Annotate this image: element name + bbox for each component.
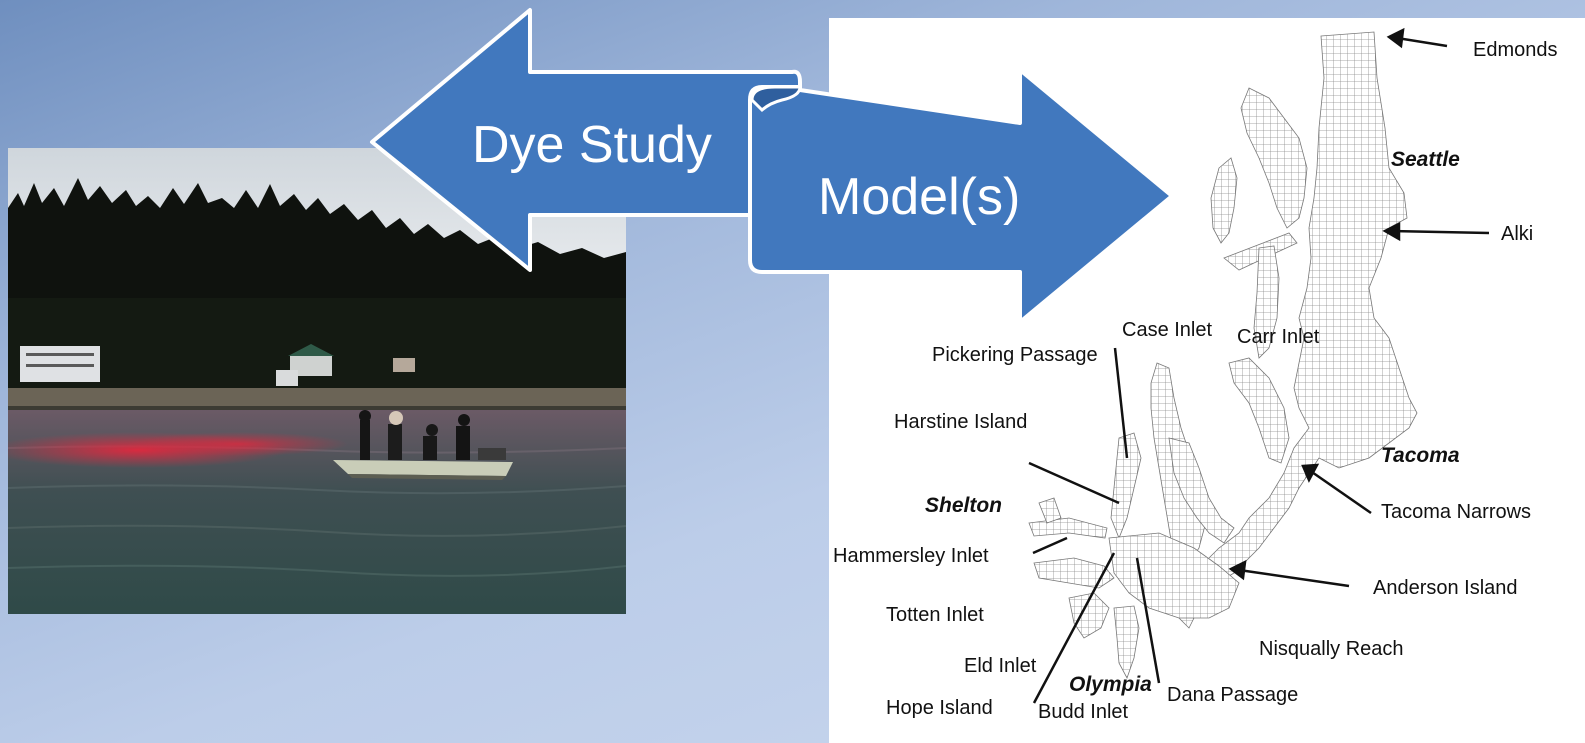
label-alki: Alki xyxy=(1501,223,1533,245)
label-hope-island: Hope Island xyxy=(886,697,993,719)
label-carr-inlet: Carr Inlet xyxy=(1237,326,1320,348)
mesh-colvos-passage xyxy=(1253,245,1280,359)
models-label: Model(s) xyxy=(818,168,1020,226)
dye-study-arrow: Dye Study xyxy=(370,8,802,272)
mesh-harstine-channel xyxy=(1168,437,1235,544)
mesh-pickering-passage xyxy=(1110,432,1142,540)
mesh-hammersley-inlet xyxy=(1028,517,1108,539)
mesh-carr-inlet xyxy=(1228,357,1290,464)
label-edmonds: Edmonds xyxy=(1473,39,1558,61)
label-shelton: Shelton xyxy=(925,494,1002,517)
label-anderson-island: Anderson Island xyxy=(1373,577,1518,599)
label-seattle: Seattle xyxy=(1391,148,1460,171)
models-arrow: Model(s) xyxy=(748,68,1174,324)
label-totten-inlet: Totten Inlet xyxy=(886,604,984,626)
label-eld-inlet: Eld Inlet xyxy=(964,655,1037,677)
photo-shoreline xyxy=(8,388,626,412)
map-pointers xyxy=(1028,27,1490,704)
dye-study-label: Dye Study xyxy=(472,116,712,174)
label-nisqually-reach: Nisqually Reach xyxy=(1259,638,1404,660)
map-labels: Edmonds Seattle Alki Case Inlet Carr Inl… xyxy=(833,39,1558,723)
photo-houses xyxy=(20,344,415,386)
label-harstine-island: Harstine Island xyxy=(894,411,1027,433)
mesh-north-strip xyxy=(1038,497,1062,524)
label-olympia: Olympia xyxy=(1069,673,1152,696)
photo-boat xyxy=(333,410,513,480)
mesh-south-sound xyxy=(1108,532,1240,619)
label-pickering-passage: Pickering Passage xyxy=(932,344,1098,366)
label-dana-passage: Dana Passage xyxy=(1167,684,1298,706)
label-hammersley-inlet: Hammersley Inlet xyxy=(833,545,989,567)
model-mesh xyxy=(1028,31,1418,679)
label-tacoma-narrows: Tacoma Narrows xyxy=(1381,501,1531,523)
mesh-sinclair-inlet xyxy=(1210,157,1238,244)
label-case-inlet: Case Inlet xyxy=(1122,319,1212,341)
photo-dye-plume xyxy=(8,432,348,468)
mesh-totten-inlet xyxy=(1033,557,1115,589)
mesh-east-passage xyxy=(1240,87,1308,229)
dye-study-photo xyxy=(8,148,626,614)
label-tacoma: Tacoma xyxy=(1381,444,1460,467)
mesh-budd-inlet xyxy=(1113,605,1140,679)
label-budd-inlet: Budd Inlet xyxy=(1038,701,1129,723)
model-grid-map-canvas: Edmonds Seattle Alki Case Inlet Carr Inl… xyxy=(833,27,1558,723)
